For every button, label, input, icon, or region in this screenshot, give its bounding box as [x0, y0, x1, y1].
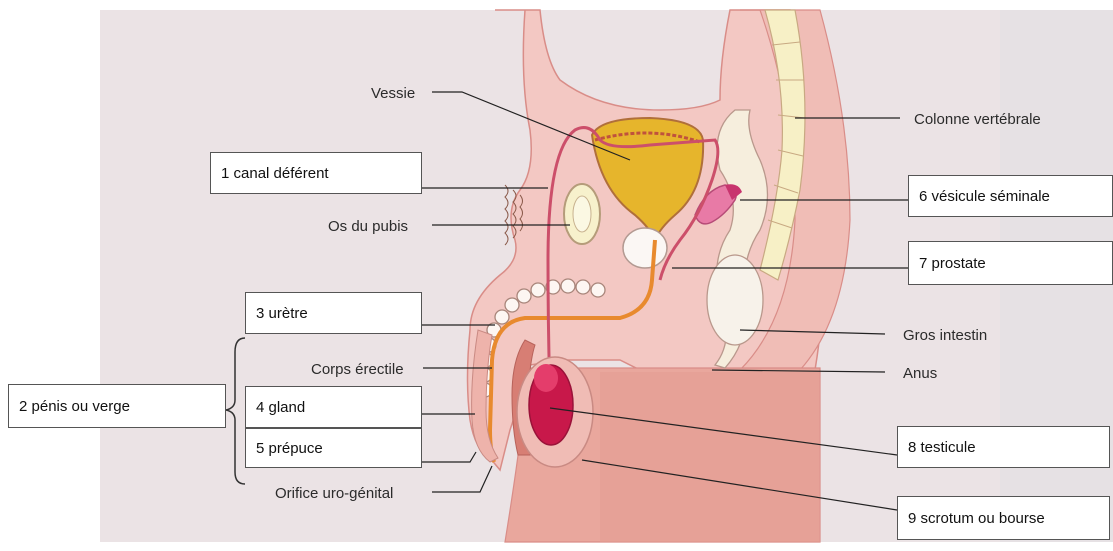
box-penis: 2 pénis ou verge — [8, 384, 226, 428]
thigh-shade — [600, 372, 820, 542]
box-prostate: 7 prostate — [908, 241, 1113, 285]
box-scrotum: 9 scrotum ou bourse — [897, 496, 1110, 540]
box-vesicule: 6 vésicule séminale — [908, 175, 1113, 217]
label-corps-erectile: Corps érectile — [311, 361, 404, 378]
box-uretre: 3 urètre — [245, 292, 422, 334]
prostate — [623, 228, 667, 268]
box-testicule: 8 testicule — [897, 426, 1110, 468]
label-orifice: Orifice uro-génital — [275, 485, 393, 502]
box-gland: 4 gland — [245, 386, 422, 428]
box-canal-deferent: 1 canal déférent — [210, 152, 422, 194]
pubic-bone-inner — [573, 196, 591, 232]
label-gros-intestin: Gros intestin — [903, 327, 987, 344]
epididymis — [534, 364, 558, 392]
label-vessie: Vessie — [371, 85, 415, 102]
label-anus: Anus — [903, 365, 937, 382]
label-colonne: Colonne vertébrale — [914, 111, 1041, 128]
box-prepuce: 5 prépuce — [245, 428, 422, 468]
label-os-pubis: Os du pubis — [328, 218, 408, 235]
